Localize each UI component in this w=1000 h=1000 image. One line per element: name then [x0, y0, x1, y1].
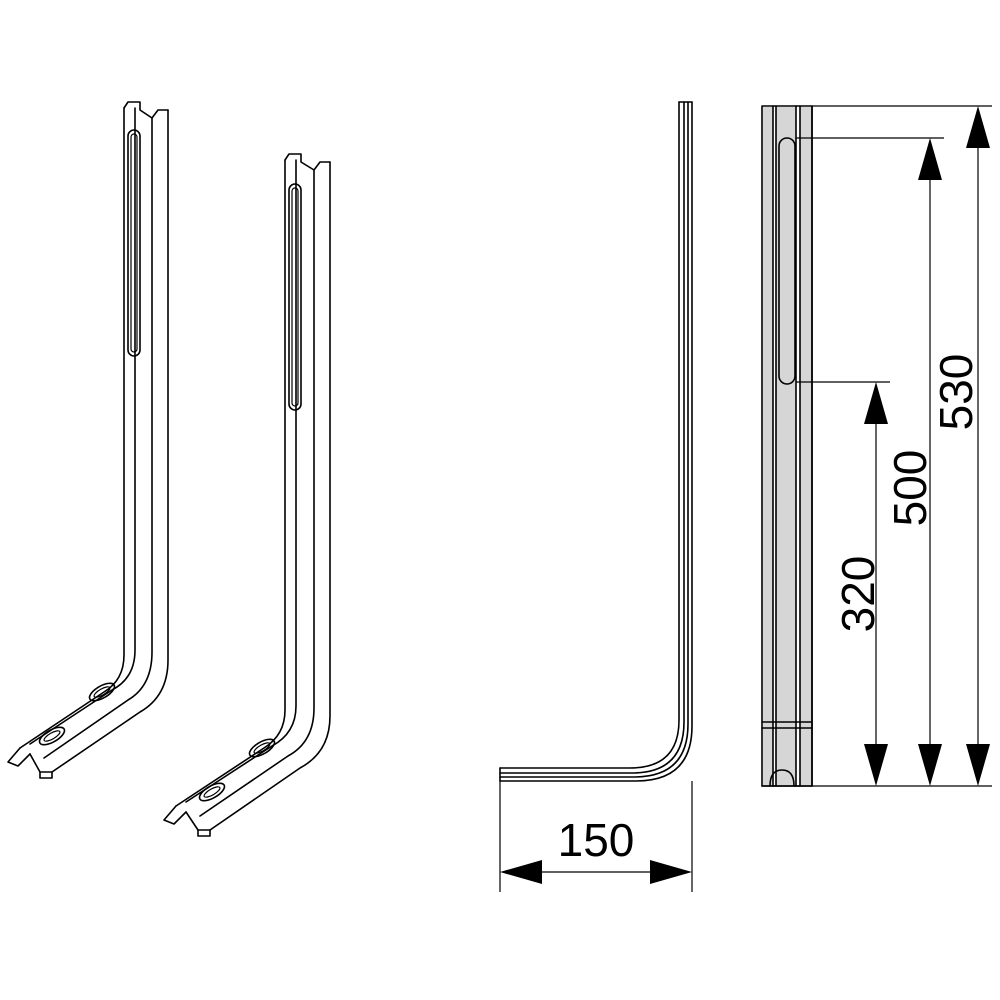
dimension-label-150: 150	[558, 814, 635, 866]
slot-foot	[88, 682, 116, 702]
dimension-label-500: 500	[884, 450, 936, 527]
dimension-530: 530	[930, 106, 990, 786]
dimension-label-530: 530	[930, 354, 982, 431]
dimension-320: 320	[832, 382, 888, 786]
arrowhead-left	[500, 860, 542, 884]
dimension-width: 150	[499, 781, 693, 892]
slot-vertical	[127, 129, 141, 357]
arrowhead-right	[650, 860, 692, 884]
slot-foot	[38, 726, 66, 746]
slot-vertical	[288, 183, 302, 411]
bracket-front-view	[761, 105, 813, 787]
dimension-extension-lines	[796, 105, 992, 787]
slot-vertical-front	[778, 137, 796, 385]
bracket-side-profile	[499, 101, 693, 782]
slot-foot	[198, 782, 226, 802]
dimension-500: 500	[884, 138, 942, 786]
dimension-label-320: 320	[832, 556, 884, 633]
slot-foot	[248, 738, 276, 758]
bracket-perspective-left	[7, 101, 169, 779]
bracket-perspective-right	[163, 153, 331, 837]
